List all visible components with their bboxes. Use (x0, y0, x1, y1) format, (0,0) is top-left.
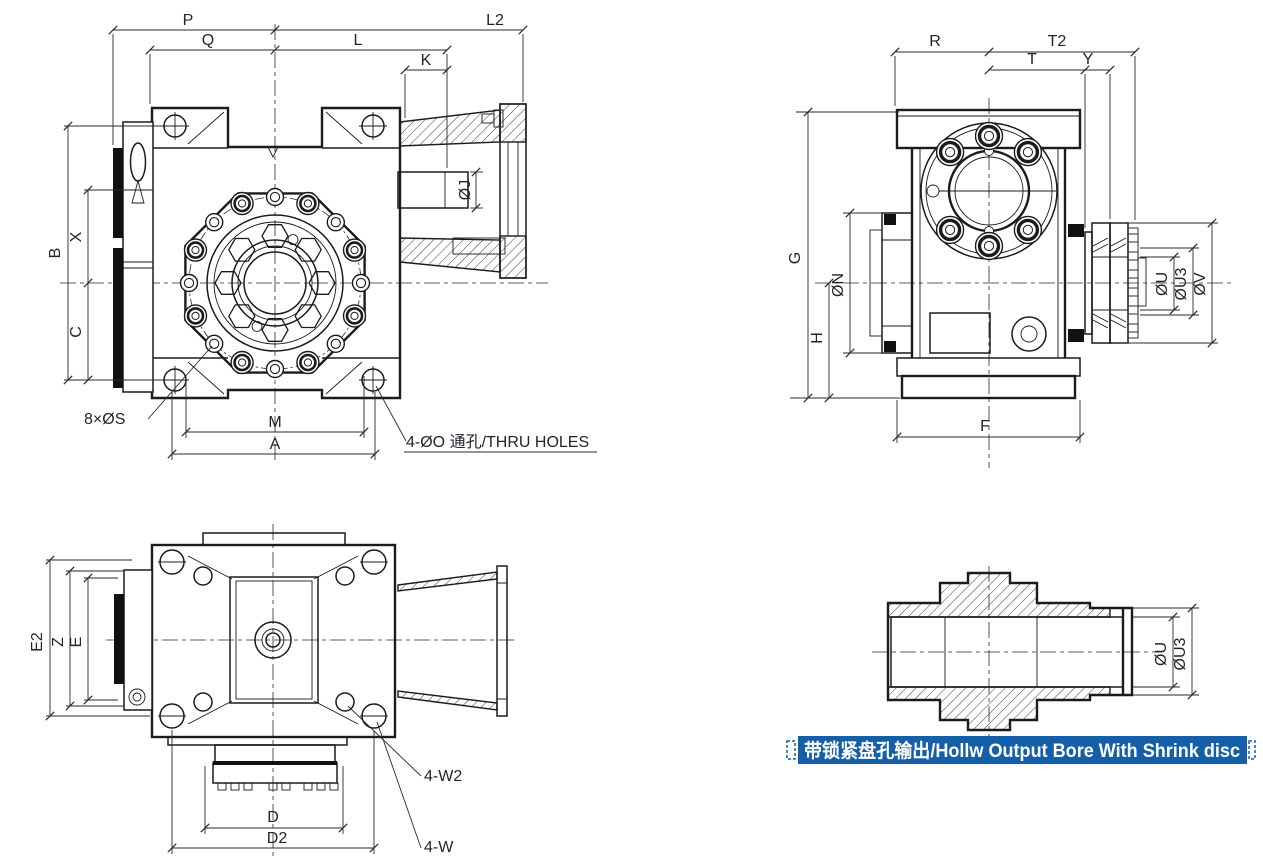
dim-Q-L: Q L (145, 32, 452, 168)
dim-J: ØJ (457, 167, 483, 213)
input-shaft-hub (397, 171, 469, 209)
dim-label-H: H (809, 332, 826, 344)
dim-label-J: ØJ (457, 180, 474, 200)
dim-label-U: ØU (1154, 272, 1171, 296)
dim-label-E: E (68, 637, 85, 648)
dim-label-C: C (68, 326, 85, 338)
dim-label-F: F (980, 418, 990, 435)
dim-R-T2: R T2 (890, 33, 1140, 220)
dim-label-shaft-U: ØU (1153, 642, 1170, 666)
dim-U-U3-V: ØU ØU3 ØV (1112, 218, 1218, 348)
shaft-wall-top (887, 572, 1111, 618)
banner-text: 带锁紧盘孔输出/Hollw Output Bore With Shrink di… (804, 739, 1240, 762)
top-plate (202, 532, 346, 546)
dim-label-D2: D2 (267, 830, 288, 847)
nameplate (929, 312, 991, 354)
flange-circle (206, 214, 344, 352)
dim-label-X: X (68, 231, 85, 242)
input-bell-bottom (397, 565, 508, 717)
dim-label-A: A (270, 436, 281, 453)
input-adapter-bell (397, 103, 527, 279)
callout-4-W2: 4-W2 (347, 705, 462, 785)
dim-label-Q: Q (202, 32, 214, 49)
dim-B-X-C: B X C (47, 121, 162, 385)
backstop-cover (113, 121, 154, 393)
corner-holes (158, 549, 388, 729)
dim-T-Y: T Y (984, 51, 1115, 228)
dim-label-K: K (421, 52, 432, 69)
front-view: P L2 Q L K ØJ (47, 12, 597, 462)
hex-screws (214, 224, 336, 342)
dim-label-L: L (354, 32, 363, 49)
housing-outline (150, 543, 397, 739)
dim-F: F (892, 400, 1085, 443)
oil-plug (1011, 316, 1047, 352)
hollow-shaft-section: ØU ØU3 (872, 566, 1199, 740)
label-4-W: 4-W (424, 839, 454, 856)
bottom-flange (896, 357, 1081, 377)
seal-strip-lower (113, 248, 123, 388)
dim-label-V: ØV (1192, 272, 1209, 295)
input-flange (920, 120, 1058, 262)
callout-8xOS: 8×ØS (84, 345, 213, 428)
keyhole-slot (129, 142, 147, 182)
dim-label-Z: Z (50, 637, 67, 647)
dim-label-E2: E2 (29, 632, 46, 652)
dim-D-D2: D D2 (167, 730, 379, 854)
callout-4-OO-thru-holes: 4-ØO 通孔/THRU HOLES (375, 385, 597, 453)
dim-M-A: M A (167, 376, 380, 460)
callout-4-W: 4-W (376, 721, 454, 856)
output-bore (231, 239, 319, 327)
dim-label-P: P (183, 12, 194, 29)
dim-label-N: ØN (830, 273, 847, 297)
dim-label-L2: L2 (486, 12, 504, 29)
dim-K: K (400, 52, 452, 118)
banner-background (798, 736, 1247, 764)
top-notch (267, 146, 279, 159)
dim-G-H-N: G H ØN (787, 107, 900, 403)
dim-label-T2: T2 (1048, 33, 1067, 50)
center-boss (254, 621, 292, 659)
flange-circle-inner (213, 221, 337, 345)
dim-E2-Z-E: E2 Z E (29, 555, 150, 721)
dim-label-R: R (929, 33, 941, 50)
dim-label-D: D (267, 809, 279, 826)
shaft-wall-bottom (887, 686, 1111, 731)
backstop-cover-bottom (114, 569, 153, 711)
output-type-banner: 带锁紧盘孔输出/Hollw Output Bore With Shrink di… (786, 736, 1256, 764)
bore-lines (890, 616, 1123, 688)
keyway-pin (926, 184, 940, 198)
lug-edges (152, 147, 400, 359)
output-hub-left (869, 212, 913, 354)
dim-label-U3: ØU3 (1173, 267, 1190, 300)
mounting-thru-holes (161, 112, 387, 394)
label-8xOS: 8×ØS (84, 411, 125, 428)
banner-handle-left (786, 740, 796, 760)
dim-P-L2: P L2 (108, 12, 528, 145)
label-4-OO-thru-holes: 4-ØO 通孔/THRU HOLES (406, 433, 589, 451)
chamfer-edges (187, 555, 359, 725)
dim-label-B: B (47, 248, 64, 259)
dim-label-shaft-U3: ØU3 (1172, 637, 1189, 670)
machined-face (229, 576, 319, 704)
dim-label-M: M (268, 414, 281, 431)
base-block (900, 374, 1077, 400)
output-bore-step (237, 245, 313, 321)
banner-handle-right (1248, 740, 1256, 760)
shaft-outline (886, 571, 1134, 732)
label-4-W2: 4-W2 (424, 768, 462, 785)
dim-label-G: G (787, 252, 804, 264)
bottom-view: E2 Z E D D2 4-W2 4-W (29, 524, 516, 858)
corner-chamfers (187, 111, 363, 395)
dim-label-T: T (1027, 51, 1037, 68)
shrink-disc-output (167, 736, 348, 791)
tapped-holes (193, 566, 355, 712)
gearbox-housing-outline (150, 106, 402, 400)
side-view: R T2 T Y G H ØN (787, 33, 1232, 468)
output-bore-inner (243, 251, 307, 315)
dim-label-Y: Y (1083, 51, 1094, 68)
seal-strip-upper (113, 148, 123, 238)
dim-shaft-U-U3: ØU ØU3 (1133, 603, 1199, 700)
